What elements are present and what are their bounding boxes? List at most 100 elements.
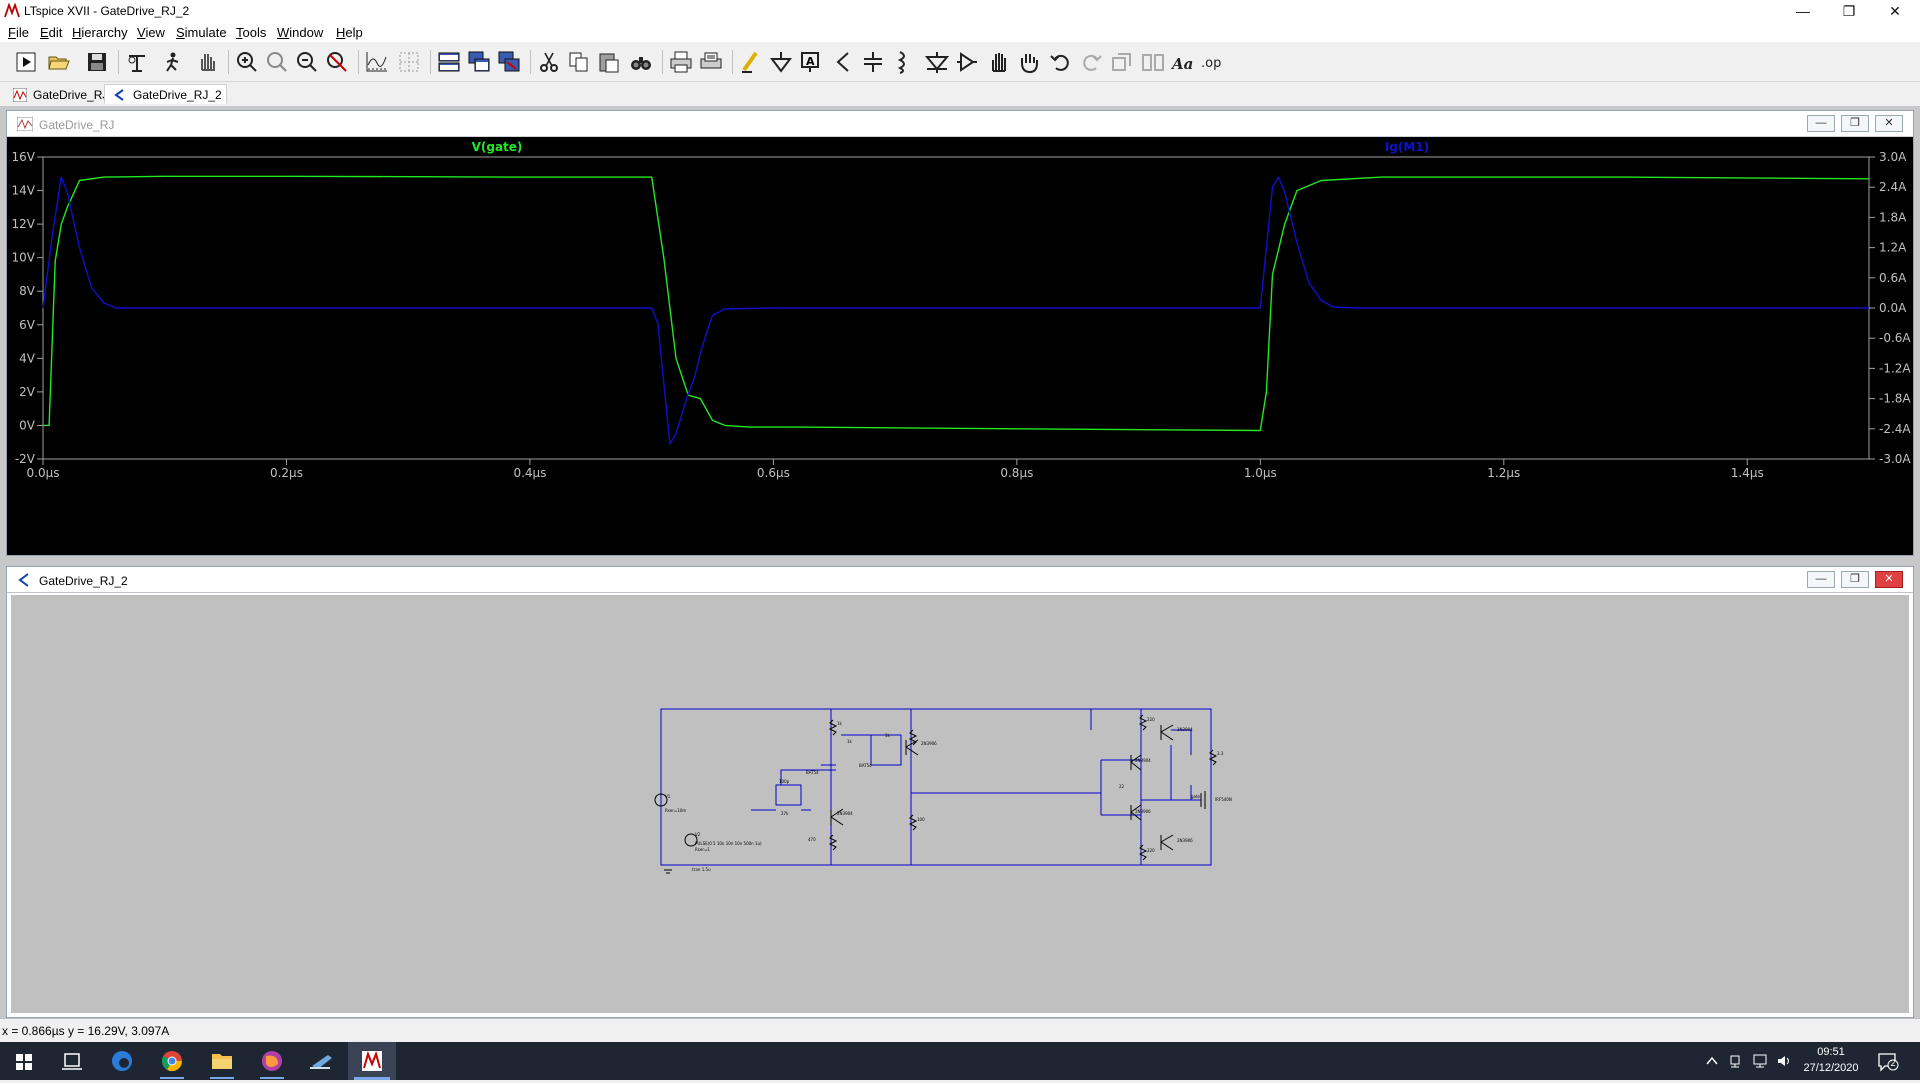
diode-icon[interactable] (924, 49, 950, 75)
maximize-button[interactable]: ❐ (1841, 115, 1869, 132)
schematic-labels: V1 Rser=10m V2 PULSE(0 5 10n 10n 10n 500… (665, 717, 1232, 872)
transistor-q5 (1161, 725, 1173, 740)
ltspice-icon[interactable] (348, 1042, 396, 1080)
run-icon[interactable] (14, 49, 40, 75)
affinity-icon[interactable] (248, 1042, 296, 1080)
webcam-icon[interactable] (1728, 1053, 1744, 1069)
y-right-tick-label: 3.0A (1879, 150, 1907, 164)
open-icon[interactable] (46, 49, 72, 75)
rotate-icon[interactable] (1110, 49, 1136, 75)
toolbar: A Aa .op (0, 42, 1920, 82)
zoom-out-icon[interactable] (294, 49, 320, 75)
drag-icon[interactable] (1016, 49, 1042, 75)
pan-icon[interactable] (194, 49, 220, 75)
print-icon[interactable] (668, 49, 694, 75)
move-icon[interactable] (986, 49, 1012, 75)
restore-button[interactable]: ❐ (1826, 0, 1872, 22)
zoom-in-icon[interactable] (234, 49, 260, 75)
zoom-cancel-icon[interactable] (324, 49, 350, 75)
save-icon[interactable] (84, 49, 110, 75)
tab-gatedrive-rj-2[interactable]: GateDrive_RJ_2 (104, 84, 227, 104)
label-q2: 2N3906 (921, 741, 937, 746)
draw-wire-icon[interactable] (738, 49, 764, 75)
minimize-button[interactable]: — (1807, 571, 1835, 588)
schematic-drawing[interactable]: V1 Rser=10m V2 PULSE(0 5 10n 10n 10n 500… (11, 595, 1909, 1013)
chevron-up-icon[interactable] (1704, 1054, 1720, 1068)
label-q6: 2N3906 (1177, 838, 1193, 843)
task-view-icon[interactable] (48, 1042, 96, 1080)
laptop-app-icon[interactable] (298, 1042, 346, 1080)
menu-hierarchy[interactable]: Hierarchy (72, 25, 128, 40)
component-icon[interactable] (954, 49, 980, 75)
label-d1: BAT54 (806, 770, 819, 775)
mirror-icon[interactable] (1140, 49, 1166, 75)
print-setup-icon[interactable] (698, 49, 724, 75)
tile-vertical-icon[interactable] (496, 49, 522, 75)
menu-file[interactable]: File (8, 25, 29, 40)
waveform-window-titlebar: GateDrive_RJ — ❐ ✕ (7, 111, 1913, 137)
minimize-button[interactable]: — (1780, 0, 1826, 22)
cascade-icon[interactable] (466, 49, 492, 75)
volume-icon[interactable] (1776, 1053, 1794, 1069)
copy-icon[interactable] (566, 49, 592, 75)
y-right-tick-label: 1.2A (1879, 241, 1907, 255)
grid-icon[interactable] (396, 49, 422, 75)
find-icon[interactable] (628, 49, 654, 75)
schematic-icon (17, 573, 33, 587)
ground-icon[interactable] (768, 49, 794, 75)
label-v1: V1 (665, 794, 671, 799)
chrome-icon[interactable] (148, 1042, 196, 1080)
maximize-button[interactable]: ❐ (1841, 571, 1869, 588)
close-button[interactable]: ✕ (1872, 0, 1918, 22)
notifications-count: 2 (1889, 1058, 1897, 1068)
y-left-tick-label: 2V (19, 385, 36, 399)
undo-icon[interactable] (1048, 49, 1074, 75)
clock-time[interactable]: 09:51 (1796, 1046, 1866, 1058)
label-r3: 1k (837, 721, 843, 726)
x-tick-label: 0.4µs (513, 466, 546, 480)
toolbar-separator (118, 50, 119, 74)
y-right-tick-label: 0.0A (1879, 301, 1907, 315)
tile-horizontal-icon[interactable] (436, 49, 462, 75)
text-icon[interactable]: Aa (1170, 49, 1196, 75)
control-panel-icon[interactable] (124, 49, 150, 75)
waveform-plot[interactable]: 16V14V12V10V8V6V4V2V0V-2V3.0A2.4A1.8A1.2… (7, 137, 1913, 555)
label-r1: 27k (781, 811, 789, 816)
close-button[interactable]: ✕ (1875, 571, 1903, 588)
x-tick-label: 0.8µs (1000, 466, 1033, 480)
start-icon[interactable] (0, 1042, 48, 1080)
tab-gatedrive-rj[interactable]: GateDrive_RJ (4, 84, 113, 104)
toolbar-separator (430, 50, 431, 74)
waveform-window-title: GateDrive_RJ (39, 118, 114, 132)
resistor-icon[interactable] (830, 49, 856, 75)
halt-icon[interactable] (160, 49, 186, 75)
menu-simulate[interactable]: Simulate (176, 25, 227, 40)
paste-icon[interactable] (596, 49, 622, 75)
edge-icon[interactable] (98, 1042, 146, 1080)
spice-directive-icon[interactable]: .op (1200, 49, 1226, 75)
menu-edit[interactable]: Edit (40, 25, 62, 40)
zoom-full-icon[interactable] (264, 49, 290, 75)
label-net-icon[interactable]: A (798, 49, 824, 75)
inductor-icon[interactable] (890, 49, 916, 75)
waveform-icon (17, 117, 33, 131)
y-right-tick-label: -2.4A (1879, 422, 1911, 436)
capacitor-icon[interactable] (860, 49, 886, 75)
cursor-readout: x = 0.866µs y = 16.29V, 3.097A (2, 1024, 169, 1038)
autorange-icon[interactable] (364, 49, 390, 75)
y-right-tick-label: 1.8A (1879, 210, 1907, 224)
menu-window[interactable]: Window (277, 25, 323, 40)
menu-view[interactable]: View (137, 25, 165, 40)
cut-icon[interactable] (536, 49, 562, 75)
close-button[interactable]: ✕ (1875, 115, 1903, 132)
notifications-icon[interactable]: 2 (1876, 1051, 1900, 1073)
clock-date[interactable]: 27/12/2020 (1796, 1062, 1866, 1074)
schematic-canvas[interactable]: V1 Rser=10m V2 PULSE(0 5 10n 10n 10n 500… (11, 595, 1909, 1013)
network-icon[interactable] (1752, 1053, 1770, 1069)
menu-tools[interactable]: Tools (236, 25, 266, 40)
label-r9: 22 (1119, 784, 1125, 789)
redo-icon[interactable] (1078, 49, 1104, 75)
explorer-icon[interactable] (198, 1042, 246, 1080)
menu-help[interactable]: Help (336, 25, 363, 40)
minimize-button[interactable]: — (1807, 115, 1835, 132)
